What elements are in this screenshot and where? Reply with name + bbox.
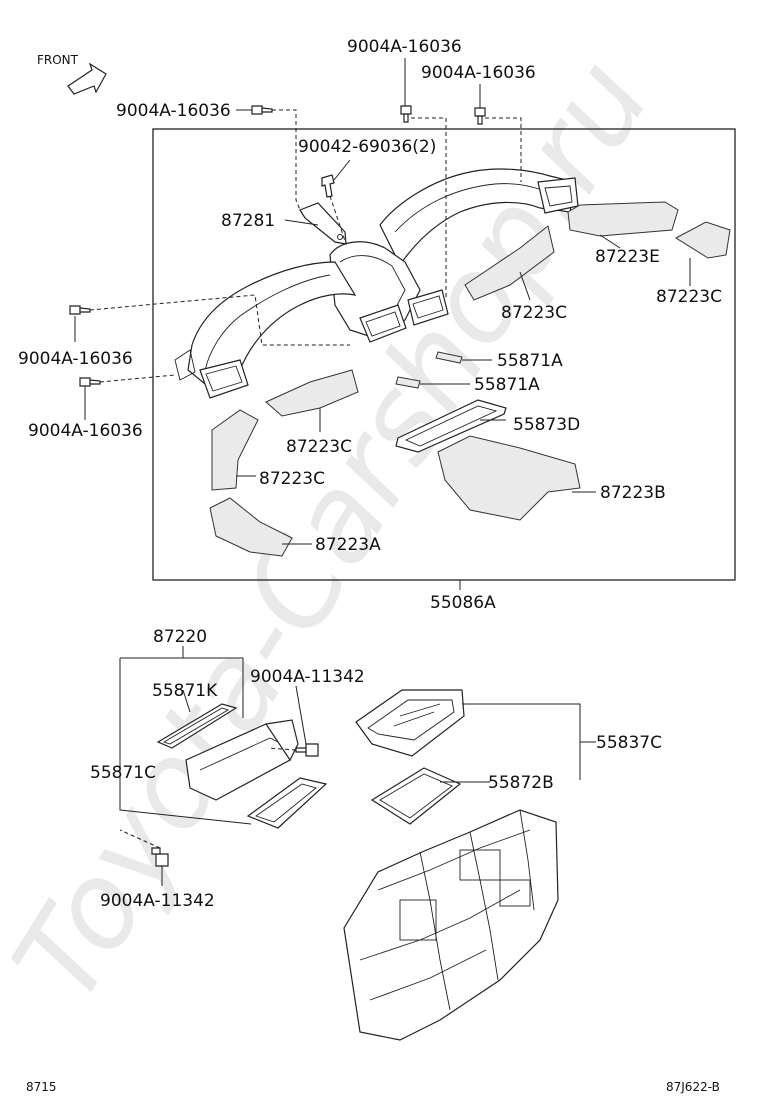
label-87223A: 87223A [315,535,381,555]
main-air-duct [174,168,579,399]
label-bolt-top-left: 9004A-16036 [116,101,231,121]
label-55837C: 55837C [596,733,662,753]
front-indicator: FRONT [37,53,107,95]
label-bolt-left-lower: 9004A-16036 [28,421,143,441]
filter-case-87220 [185,719,299,801]
label-87223C-low1: 87223C [286,437,352,457]
label-55086A: 55086A [430,593,496,613]
label-bolt-top-right: 9004A-16036 [421,63,536,83]
label-55872B: 55872B [488,773,554,793]
label-bolt-top-center: 9004A-16036 [347,37,462,57]
label-87281: 87281 [221,211,275,231]
label-87223B: 87223B [600,483,666,503]
panel-87223C-right [675,221,731,259]
bolt-icon [69,305,91,315]
seal-55871K [156,703,238,749]
label-bolt-filter-bottom: 9004A-11342 [100,891,215,911]
gasket-55873D [395,399,507,453]
clip-90042-69036 [321,174,335,198]
panel-87223C-low2 [211,409,259,491]
label-55873D: 55873D [513,415,580,435]
label-clip: 90042-69036(2) [298,137,436,157]
label-55871A-2: 55871A [474,375,540,395]
seal-55871A-1 [435,351,463,364]
label-87223C-low2: 87223C [259,469,325,489]
gasket-55872B [370,767,462,825]
label-bolt-left-upper: 9004A-16036 [18,349,133,369]
label-87223C-mid: 87223C [501,303,567,323]
label-87223C-right: 87223C [656,287,722,307]
label-87223E: 87223E [595,247,660,267]
seal-55871A-2 [395,376,421,389]
bolt-icon [251,105,273,115]
front-arrow-icon [67,62,107,95]
panel-87223E [567,201,679,237]
duct-55837C [355,689,465,757]
front-label: FRONT [37,53,79,67]
label-55871A-1: 55871A [497,351,563,371]
label-bolt-filter-right: 9004A-11342 [250,667,365,687]
footer-right-code: 87J622-B [666,1080,720,1094]
panel-87223A [209,497,293,557]
panel-87223B [437,435,581,521]
bolt-icon [400,105,412,123]
panel-87223C-low1 [265,369,359,417]
footer-left-code: 8715 [26,1080,57,1094]
heater-unit [343,809,559,1041]
label-55871K: 55871K [152,681,218,701]
bolt-icon [151,847,169,867]
panel-87223C-mid [464,225,555,301]
bolt-icon [295,743,319,757]
assembly-box-55086A [152,128,736,581]
bracket-87220 [119,646,252,825]
label-55871C: 55871C [90,763,156,783]
bolt-icon [474,107,486,125]
bolt-icon [79,377,101,387]
label-87220: 87220 [153,627,207,647]
seal-55871C [246,777,328,829]
